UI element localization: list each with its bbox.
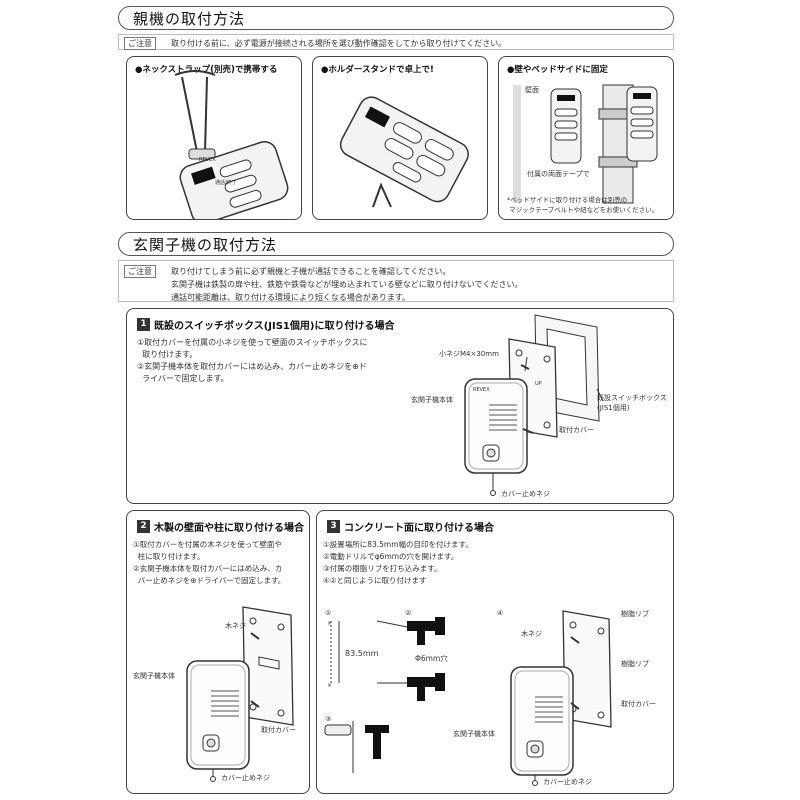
label-screw: 小ネジM4×30mm — [439, 350, 499, 358]
caution-text: 取り付けてしまう前に必ず親機と子機が通話できることを確認してください。 玄関子機… — [171, 267, 523, 302]
label-existing-box: 既設スイッチボックス (JIS1個用) — [597, 394, 667, 412]
caution-tag: ご注意 — [124, 265, 156, 278]
panel-title: ●壁やベッドサイドに固定 — [507, 65, 608, 75]
section1-title: 親機の取付方法 — [133, 10, 246, 28]
section1-caution: ご注意 取り付ける前に、必ず電源が接続される場所を選び動作確認をしてから取り付け… — [118, 34, 674, 50]
panel-title: ●ホルダースタンドで卓上で! — [321, 65, 434, 75]
label-stop-screw: カバー止めネジ — [221, 774, 270, 782]
box-steps: ①取付カバーを付属の小ネジを使って壁面のスイッチボックスに 取り付けます。 ②玄… — [137, 338, 368, 383]
concrete-illustration: × × — [324, 610, 612, 786]
label-up: UP — [535, 381, 542, 387]
caution-tag: ご注意 — [124, 37, 156, 50]
step-marker-1: ① — [325, 609, 332, 617]
holder-stand-illustration — [339, 96, 469, 208]
label-hole: Φ6mm穴 — [415, 654, 448, 663]
section1-header: 親機の取付方法 — [118, 6, 674, 30]
label-dimension: 83.5mm — [345, 649, 379, 658]
label-wood-screw: 木ネジ — [225, 622, 246, 630]
step-number: 2 — [137, 520, 150, 533]
neck-strap-illustration — [174, 70, 289, 219]
label-body: 玄関子機本体 — [411, 396, 453, 404]
step-marker-2: ② — [405, 609, 412, 617]
svg-text:×: × — [327, 682, 332, 689]
step-number: 3 — [327, 520, 340, 533]
step-number: 1 — [137, 318, 150, 331]
label-tape: 付属の両面テープで — [527, 170, 590, 178]
label-cover: 取付カバー — [559, 426, 594, 434]
label-body: 玄関子機本体 — [133, 672, 175, 680]
switch-box-illustration — [464, 314, 604, 496]
label-cover: 取付カバー — [621, 700, 656, 708]
label-resin-rib-mid: 樹脂リブ — [621, 660, 649, 668]
device-brand: REVEX — [199, 157, 216, 163]
caution-text: 取り付ける前に、必ず電源が接続される場所を選び動作確認をしてから取り付けてくださ… — [171, 39, 507, 48]
box-steps: ①取付カバーを付属の木ネジを使って壁面や 柱に取り付けます。 ②玄関子機本体を取… — [133, 540, 286, 585]
panel-title: ●ネックストラップ(別売)で携帯する — [135, 65, 278, 75]
label-body: 玄関子機本体 — [453, 730, 495, 738]
device-brand: REVEX — [473, 387, 490, 393]
panel-note: *ベッドサイドに取り付ける場合は別売の マジックテープベルトや紐などをお使いくだ… — [507, 196, 659, 214]
step-marker-3: ③ — [325, 715, 332, 723]
label-wood-screw: 木ネジ — [521, 630, 542, 638]
label-stop-screw: カバー止めネジ — [543, 778, 592, 786]
section2-header: 玄関子機の取付方法 — [118, 232, 674, 256]
section2-caution: ご注意 取り付けてしまう前に必ず親機と子機が通話できることを確認してください。 … — [118, 260, 674, 302]
label-wall: 壁面 — [525, 86, 539, 94]
label-cover: 取付カバー — [261, 726, 296, 734]
device-talk-label: 通話/終了 — [215, 180, 237, 186]
wooden-wall-illustration — [186, 606, 294, 782]
panel-wall-bedside: ●壁やベッドサイドに固定 壁面 付属の両面テープで *ベッドサイドに取り付ける場… — [498, 56, 674, 220]
step-marker-4: ④ — [497, 609, 504, 617]
panel-holder-stand: ●ホルダースタンドで卓上で! — [312, 56, 488, 220]
label-resin-rib-top: 樹脂リブ — [621, 610, 649, 618]
label-stop-screw: カバー止めネジ — [501, 490, 550, 498]
svg-text:×: × — [327, 620, 332, 627]
section2-title: 玄関子機の取付方法 — [133, 236, 278, 254]
panel-neck-strap: ●ネックストラップ(別売)で携帯する REVEX 通話/終了 — [126, 56, 302, 220]
wall-mount-illustration — [513, 84, 658, 204]
box-steps: ①設置場所に83.5mm幅の目印を付けます。 ②電動ドリルでφ6mmの穴を開けま… — [323, 540, 473, 585]
